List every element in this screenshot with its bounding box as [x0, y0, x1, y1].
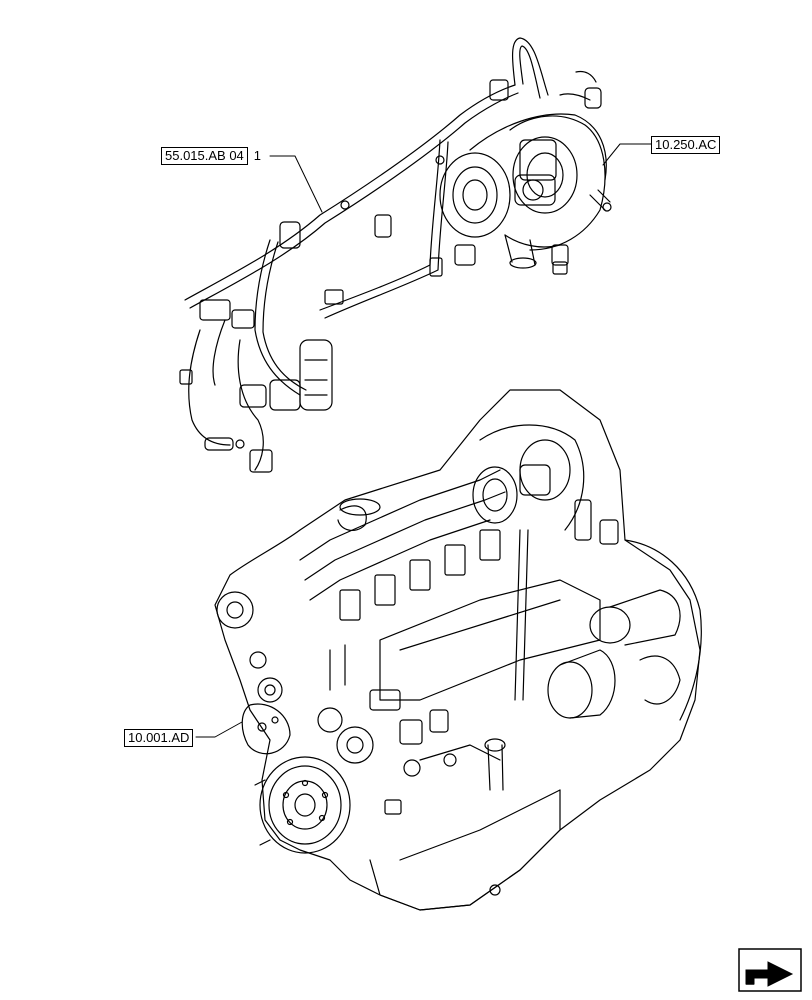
engine-leader-line	[195, 721, 243, 738]
engine-block	[214, 389, 702, 911]
next-page-arrow-icon[interactable]	[738, 948, 802, 992]
harness-item-number: 1	[253, 148, 262, 163]
crankshaft-damper	[254, 756, 351, 854]
turbo-reference-label[interactable]: 10.250.AC	[651, 136, 721, 154]
engine-reference-label[interactable]: 10.001.AD	[124, 729, 194, 747]
harness-reference-label[interactable]: 55.015.AB 04	[161, 147, 248, 165]
turbo-callout: 10.250.AC	[651, 136, 721, 154]
turbocharger	[439, 113, 612, 275]
wiring-harness	[179, 37, 602, 473]
leader-lines	[195, 143, 652, 738]
injector-row	[339, 529, 501, 621]
turbo-leader-line	[602, 143, 652, 166]
harness-callout: 55.015.AB 04 1	[161, 147, 261, 165]
engine-callout: 10.001.AD	[124, 729, 194, 747]
front-pulleys	[216, 591, 374, 764]
starter-motor	[547, 589, 681, 719]
harness-leader-line	[269, 155, 323, 213]
